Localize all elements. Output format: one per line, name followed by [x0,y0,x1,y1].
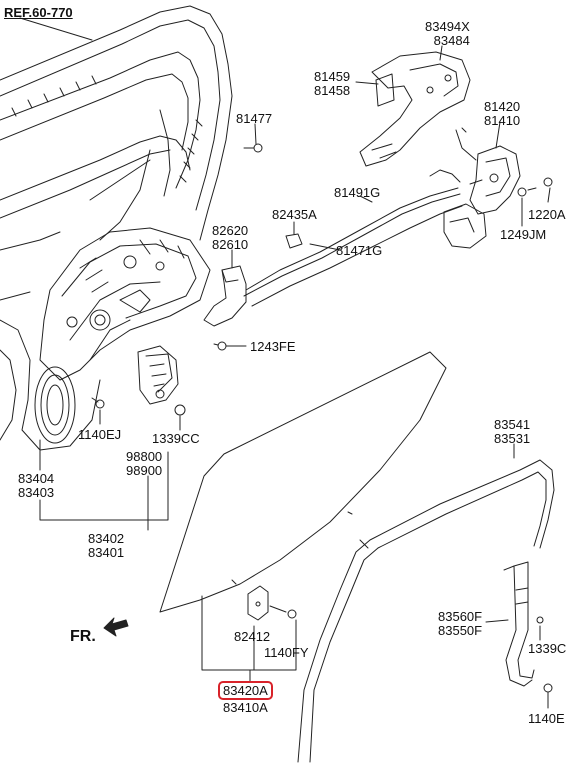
part-label-82412[interactable]: 82412 [234,629,271,644]
inside-handle [203,265,247,327]
bolt-1140ej [91,397,105,409]
part-label-81459[interactable]: 81459 81458 [314,69,351,98]
part-label-98800[interactable]: 98800 98900 [126,449,163,478]
part-label-1220a[interactable]: 1220A [528,207,566,222]
part-label-82620[interactable]: 82620 82610 [212,223,249,252]
part-label-81471g[interactable]: 81471G [336,243,383,258]
door-frame [0,5,233,451]
bolt-81477 [243,143,263,153]
part-label-83402[interactable]: 83402 83401 [88,531,125,560]
part-label-1140fy[interactable]: 1140FY [264,645,309,660]
part-label-1243fe[interactable]: 1243FE [250,339,296,354]
part-label-82435a[interactable]: 82435A [272,207,317,222]
highlighted-part-number[interactable]: 83420A [218,681,273,700]
part-label-1140ej[interactable]: 1140EJ [78,427,122,442]
part-label-83541[interactable]: 83541 83531 [494,417,531,446]
part-label-83404[interactable]: 83404 83403 [18,471,55,500]
window-regulator [39,227,211,405]
latch-bracket [359,51,471,167]
part-label-83560f[interactable]: 83560F 83550F [438,609,483,638]
lower-channel [503,561,553,693]
part-label-83420a[interactable]: 83420A 83410A [218,681,273,715]
part-label-81420[interactable]: 81420 81410 [484,99,521,128]
control-cables [243,169,483,307]
leader-lines [19,17,551,709]
glass-bracket [247,585,297,621]
part-label-1339cc[interactable]: 1339CC [152,431,200,446]
part-label-81491g[interactable]: 81491G [334,185,381,200]
front-direction-label: FR. [70,628,96,645]
door-glass [159,351,447,613]
part-label-81477[interactable]: 81477 [236,111,273,126]
part-label-1140e[interactable]: 1140E [528,711,565,726]
clip-82435a [285,233,303,249]
front-arrow-icon [103,617,129,637]
nut-1339cc [174,404,186,416]
part-label-1249jm[interactable]: 1249JM [500,227,547,242]
bolt-1243fe [213,341,227,351]
door-latch [443,127,553,249]
reference-label[interactable]: REF.60-770 [4,5,73,20]
part-label-1339c[interactable]: 1339C [528,641,566,656]
run-channel [297,459,555,763]
part-label-83494x[interactable]: 83494X 83484 [425,19,470,48]
